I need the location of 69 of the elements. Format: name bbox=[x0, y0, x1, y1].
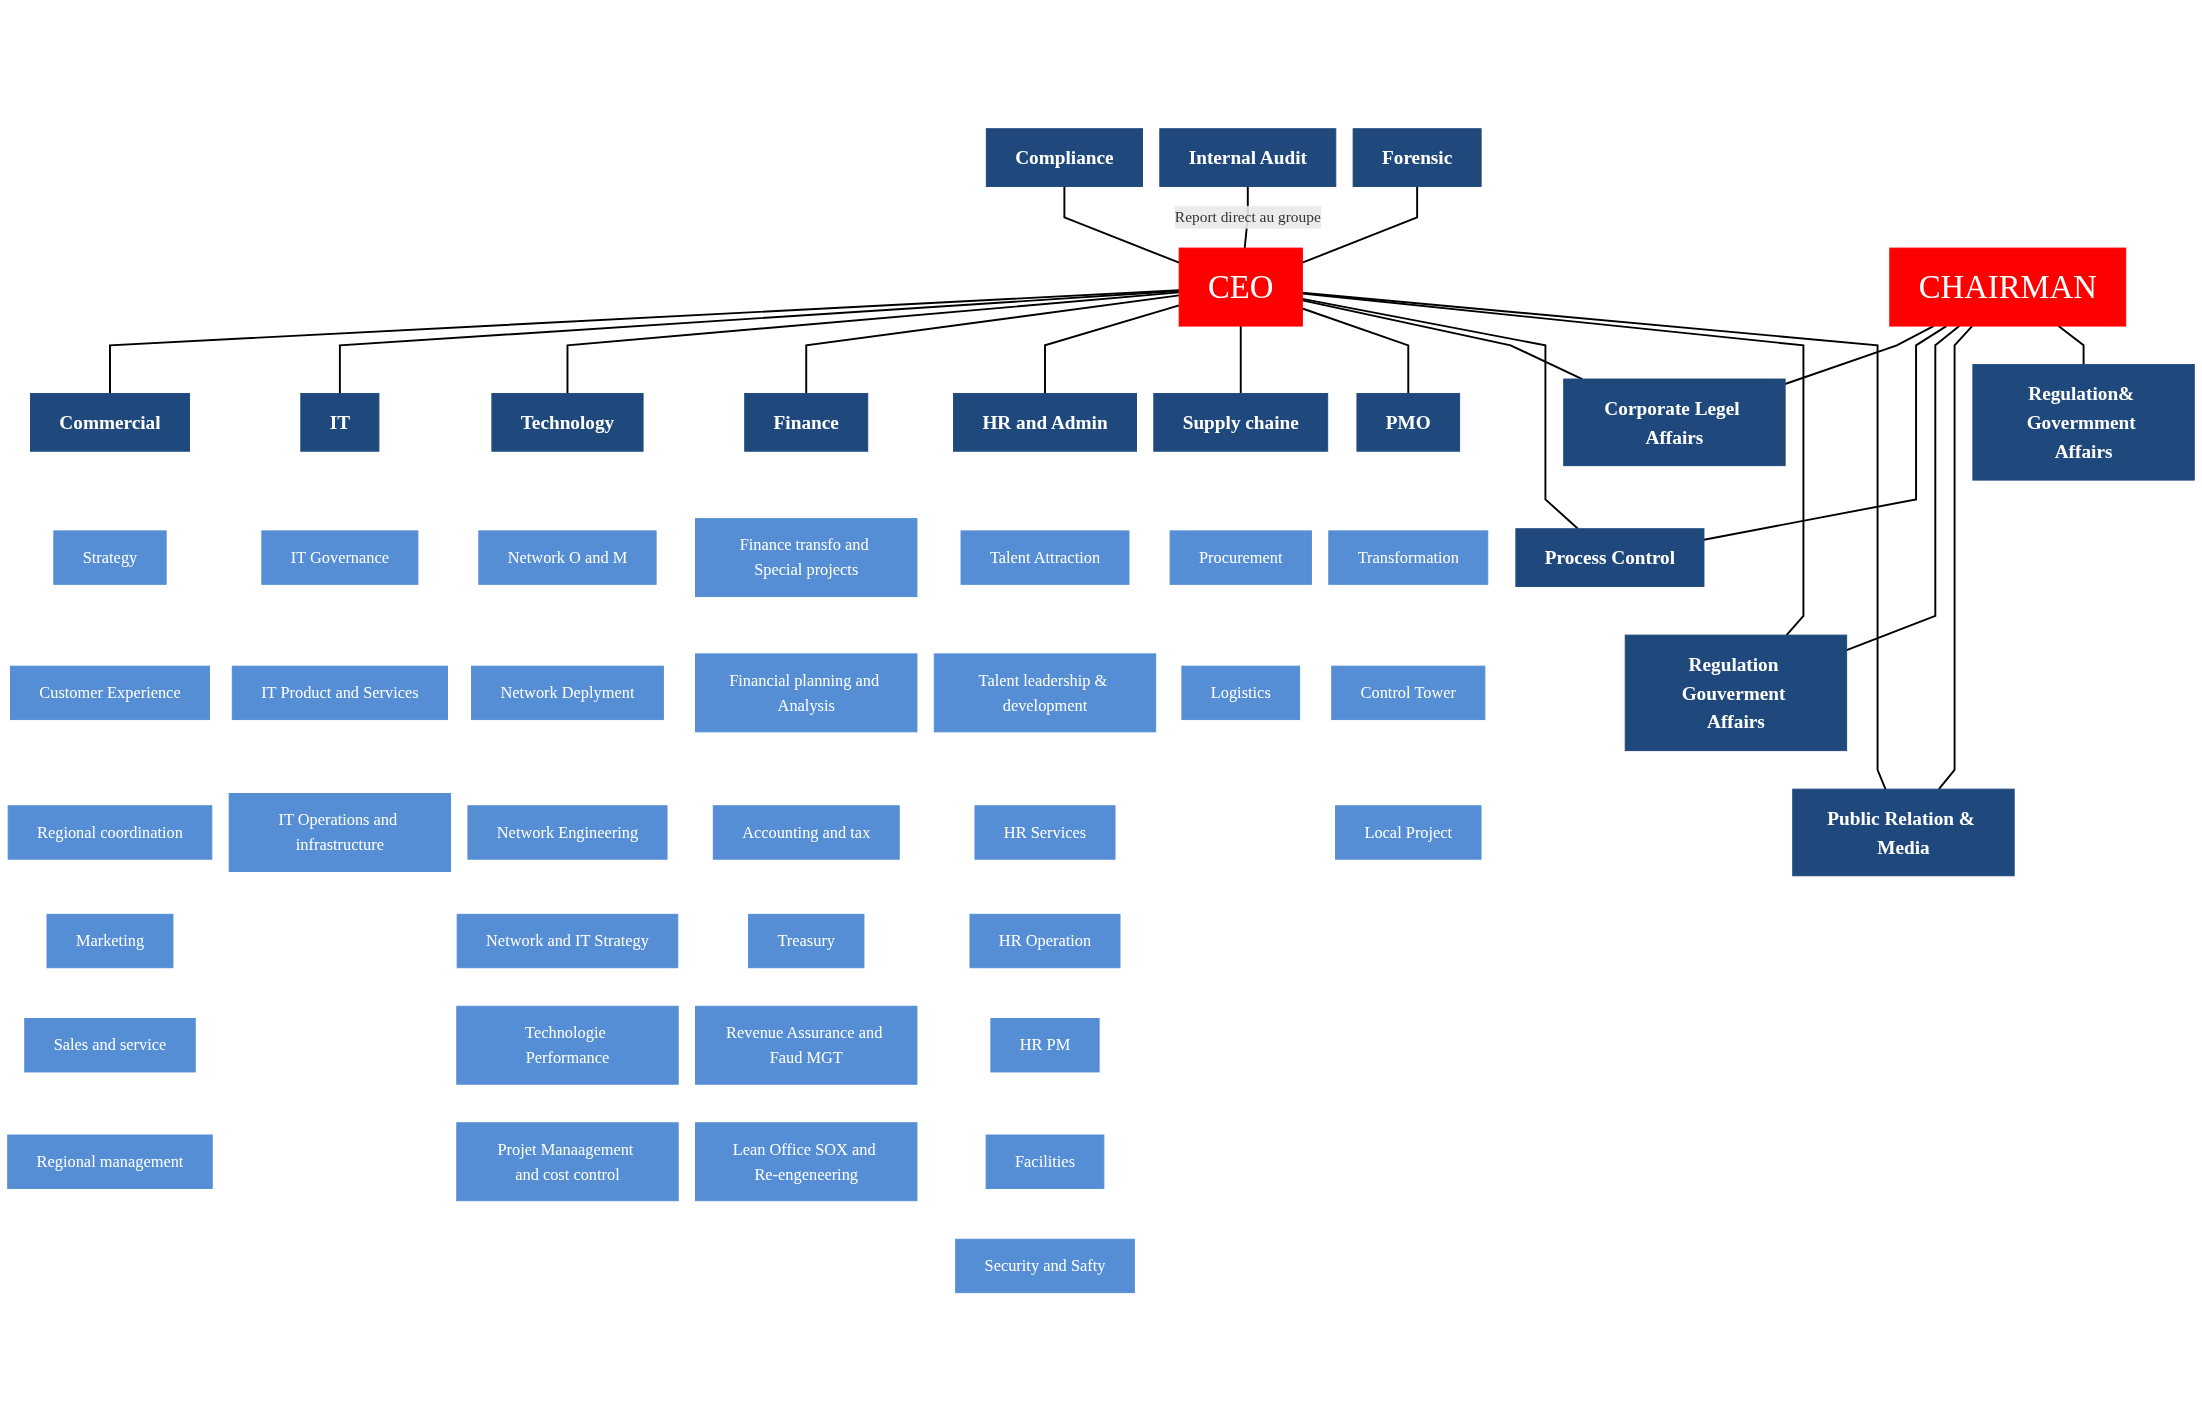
node-box: Marketing bbox=[46, 914, 174, 969]
node-box: Procurement bbox=[1169, 530, 1312, 586]
connector bbox=[1044, 304, 1181, 395]
connector bbox=[1301, 307, 1410, 395]
edge-label: Report direct au groupe bbox=[1174, 208, 1321, 226]
node-box: IT Product and Services bbox=[231, 666, 448, 721]
node-box: Regional management bbox=[7, 1134, 213, 1190]
node-box: Internal Audit bbox=[1159, 128, 1337, 188]
node-box: Network and IT Strategy bbox=[456, 914, 679, 969]
node-box: Network Engineering bbox=[467, 805, 668, 860]
connector bbox=[1301, 185, 1419, 264]
connector bbox=[1703, 325, 1948, 541]
node-box: Lean Office SOX and Re-engeneering bbox=[695, 1122, 918, 1202]
node-box: Revenue Assurance and Faud MGT bbox=[695, 1006, 918, 1085]
node-box: Treasury bbox=[748, 914, 865, 969]
node-box: CHAIRMAN bbox=[1889, 247, 2127, 327]
node-box: Security and Safty bbox=[955, 1239, 1135, 1294]
connector bbox=[1937, 325, 1974, 791]
node-box: Corporate Legel Affairs bbox=[1563, 378, 1786, 467]
node-box: Local Project bbox=[1335, 805, 1482, 860]
node-box: Regional coordination bbox=[7, 805, 213, 860]
node-box: IT Operations and infrastructure bbox=[228, 793, 452, 873]
node-box: Talent leadership & development bbox=[933, 653, 1157, 733]
node-box: Talent Attraction bbox=[960, 530, 1130, 586]
node-box: Projet Manaagement and cost control bbox=[456, 1122, 679, 1202]
connector bbox=[805, 294, 1181, 395]
node-box: PMO bbox=[1356, 393, 1461, 452]
node-box: Regulation Gouverment Affairs bbox=[1624, 634, 1848, 752]
node-box: Compliance bbox=[985, 128, 1143, 188]
node-box: Regulation& Govermment Affairs bbox=[1972, 364, 2195, 481]
connector bbox=[1845, 325, 1961, 652]
connector bbox=[1784, 325, 1935, 386]
node-box: Commercial bbox=[30, 393, 190, 452]
node-box: Accounting and tax bbox=[712, 805, 900, 860]
node-box: Facilities bbox=[985, 1134, 1105, 1190]
node-box: Network O and M bbox=[478, 530, 657, 586]
node-box: Finance bbox=[744, 393, 869, 452]
node-box: HR and Admin bbox=[953, 393, 1137, 452]
node-box: Customer Experience bbox=[9, 666, 210, 721]
connector bbox=[566, 291, 1181, 395]
connector bbox=[338, 290, 1181, 395]
node-box: Financial planning and Analysis bbox=[695, 653, 918, 733]
connector bbox=[2057, 325, 2085, 366]
connector bbox=[1301, 292, 1887, 791]
node-box: Supply chaine bbox=[1153, 393, 1329, 452]
connector bbox=[1063, 185, 1181, 264]
node-box: Transformation bbox=[1328, 530, 1489, 586]
node-box: IT Governance bbox=[261, 530, 419, 586]
node-box: IT bbox=[300, 393, 380, 452]
connector bbox=[1301, 299, 1584, 381]
connector bbox=[109, 289, 1181, 395]
node-box: Logistics bbox=[1181, 666, 1301, 721]
connector bbox=[1301, 298, 1579, 530]
node-box: HR Services bbox=[974, 805, 1116, 860]
node-box: Forensic bbox=[1352, 128, 1482, 188]
node-box: Public Relation & Media bbox=[1792, 789, 2015, 877]
connector bbox=[1239, 325, 1242, 395]
node-box: HR PM bbox=[990, 1018, 1100, 1073]
node-box: Technology bbox=[491, 393, 644, 452]
node-box: HR Operation bbox=[969, 914, 1121, 969]
node-box: Network Deplyment bbox=[471, 666, 664, 721]
node-box: Strategy bbox=[53, 530, 167, 586]
node-box: CEO bbox=[1178, 247, 1303, 327]
connector bbox=[1301, 292, 1805, 637]
node-box: Finance transfo and Special projects bbox=[695, 518, 918, 598]
node-box: Process Control bbox=[1515, 528, 1705, 588]
node-box: Technologie Performance bbox=[456, 1006, 679, 1085]
node-box: Sales and service bbox=[24, 1018, 196, 1073]
node-box: Control Tower bbox=[1331, 666, 1486, 721]
